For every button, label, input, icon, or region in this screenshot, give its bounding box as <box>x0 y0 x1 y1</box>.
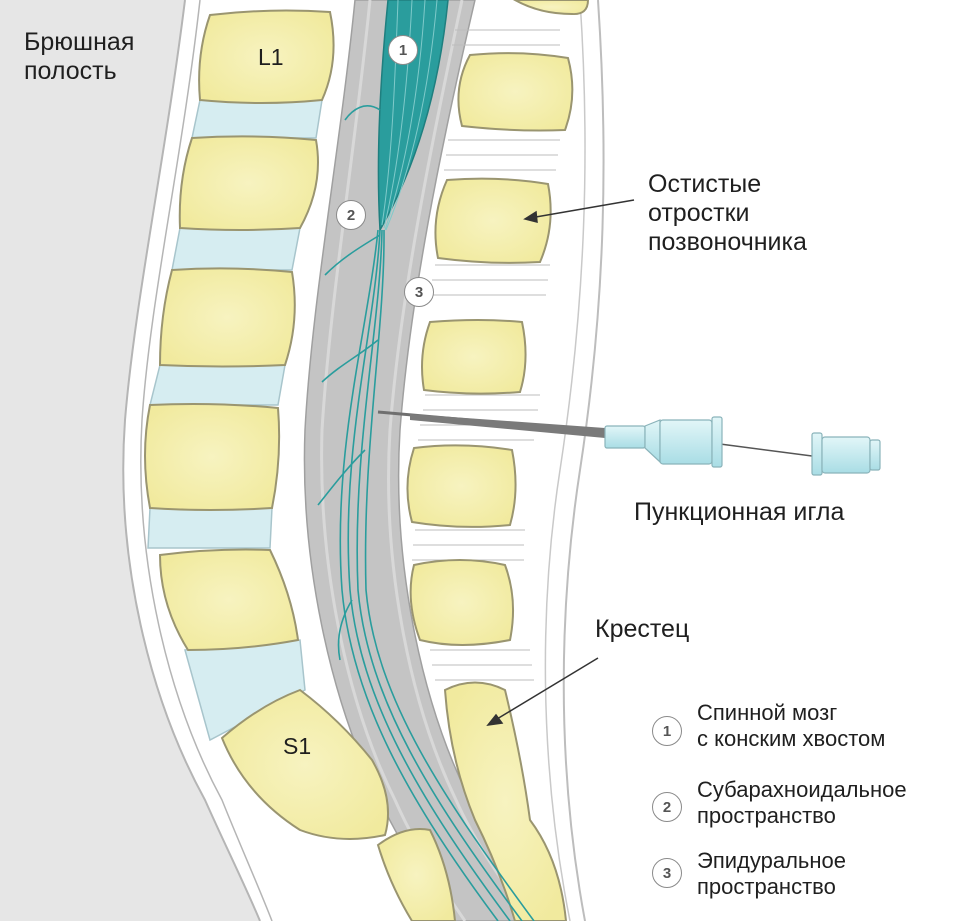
sacrum-posterior <box>443 681 568 921</box>
lower-spinous-process <box>409 559 514 646</box>
stylet-cap-flange <box>811 432 823 476</box>
vertebra-l1 <box>198 9 335 104</box>
sacral-segment <box>376 828 457 921</box>
legend-text-3: Эпидуральное пространство <box>697 848 846 899</box>
stylet-cap-end <box>869 439 881 471</box>
legend-text-2: Субарахноидальное пространство <box>697 777 907 828</box>
vertebra-label-l1: L1 <box>258 44 284 70</box>
posterior-ligament-line <box>544 0 586 921</box>
vertebra-l3 <box>158 267 296 368</box>
puncture-needle <box>377 410 881 476</box>
cord-fibers <box>381 0 438 231</box>
label-puncture-needle: Пункционная игла <box>634 498 845 526</box>
vertebra-l5 <box>158 548 300 652</box>
back-skin-line <box>562 0 605 921</box>
legend-text-1: Спинной мозг с конским хвостом <box>697 700 886 751</box>
needle-hub-body <box>659 419 713 465</box>
label-spinous-processes: Остистые отростки позвоночника <box>648 170 807 256</box>
legend-badge-2: 2 <box>652 792 682 822</box>
vertebra-l4 <box>144 403 281 511</box>
label-sacrum: Крестец <box>595 615 690 643</box>
abdominal-cavity-region <box>0 0 260 921</box>
needle-hub-front <box>604 425 646 449</box>
vertebral-bodies <box>144 9 457 921</box>
needle-stylet <box>719 443 813 457</box>
vertebra-label-s1: S1 <box>283 733 312 759</box>
marker-epidural-space: 3 <box>404 277 434 307</box>
legend-badge-3: 3 <box>652 858 682 888</box>
needle-hub-cone <box>644 419 661 464</box>
vertebra-s1 <box>220 688 389 840</box>
needle-shaft-wide <box>410 414 605 438</box>
anterior-ligament-line <box>140 0 273 921</box>
intervertebral-discs <box>147 99 323 742</box>
needle-hub-flange <box>711 416 723 468</box>
body-outline <box>122 0 261 921</box>
legend-badge-1: 1 <box>652 716 682 746</box>
dura-inner-line-2 <box>387 0 532 921</box>
interspinous-ligaments <box>412 29 560 681</box>
marker-spinal-cord: 1 <box>388 35 418 65</box>
marker-subarachnoid-space: 2 <box>336 200 366 230</box>
vertebra-l2 <box>178 135 319 231</box>
pointer-arrows <box>486 199 635 727</box>
cauda-equina <box>317 105 535 921</box>
stylet-cap-body <box>821 436 871 474</box>
spinous-processes <box>406 0 590 921</box>
label-abdominal-cavity: Брюшная полость <box>24 28 135 85</box>
